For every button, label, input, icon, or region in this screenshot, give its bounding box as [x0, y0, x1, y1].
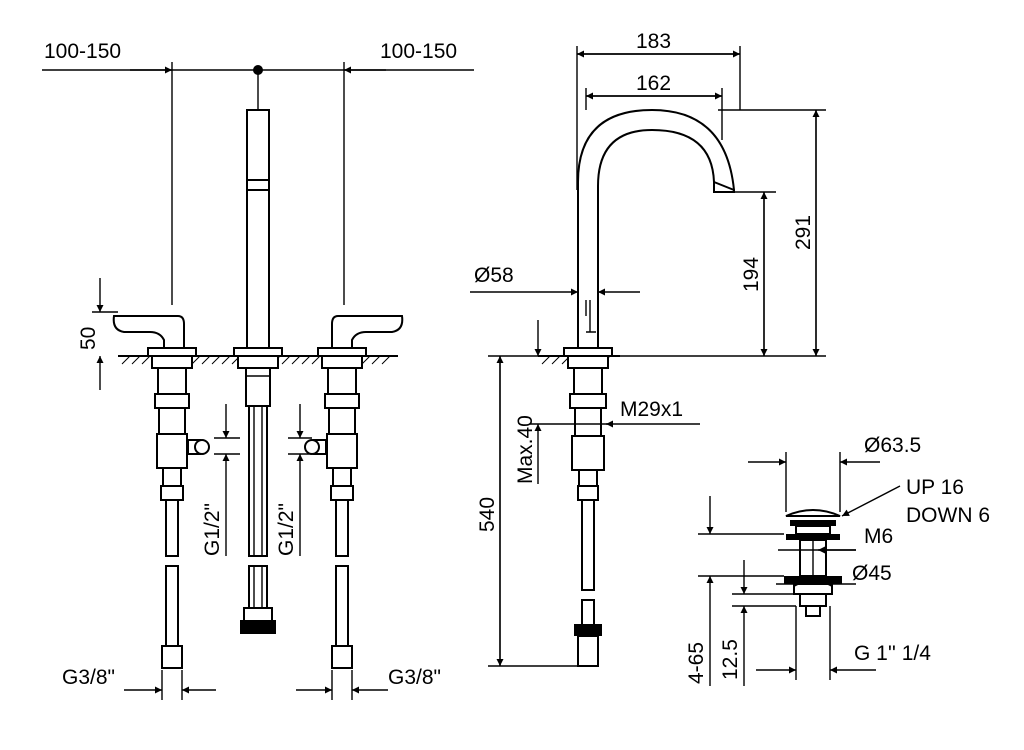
drain-view: Ø63.5 UP 16 DOWN 6 M6 Ø45 4-65 — [685, 434, 990, 686]
right-handle — [317, 315, 404, 357]
width-inner-label: 162 — [636, 72, 671, 95]
front-view: 100-150 100-150 50 — [42, 40, 474, 700]
thread-main-label: M29x1 — [620, 398, 683, 421]
drain-up-label: UP 16 — [906, 476, 964, 499]
drain-down-label: DOWN 6 — [906, 504, 990, 527]
center-spout — [233, 109, 283, 634]
drain-offset-label: 12.5 — [719, 639, 742, 680]
height-total-label: 291 — [792, 215, 815, 250]
outlet-left-label: G3/8" — [62, 666, 115, 689]
spout-profile — [577, 108, 735, 350]
deck-max-label: Max.40 — [514, 415, 537, 484]
right-valve — [304, 355, 363, 669]
height-spout-label: 194 — [740, 257, 763, 292]
hose-length-label: 540 — [476, 497, 499, 532]
left-spread-label: 100-150 — [44, 40, 121, 63]
drain-diameter-label: Ø63.5 — [864, 434, 921, 457]
handle-height-label: 50 — [77, 327, 100, 350]
drain-thread-label: G 1'' 1/4 — [854, 642, 931, 665]
spout-diameter-label: Ø58 — [474, 264, 514, 287]
right-spread-label: 100-150 — [380, 40, 457, 63]
side-view: 183 162 Ø58 291 194 — [470, 30, 826, 667]
drain-range-label: 4-65 — [685, 642, 708, 684]
drain-screw-label: M6 — [864, 525, 893, 548]
inlet-right-label: G1/2" — [275, 503, 298, 556]
drain-body-diameter-label: Ø45 — [852, 562, 892, 585]
left-handle — [112, 315, 197, 357]
left-valve — [151, 355, 210, 669]
inlet-left-label: G1/2" — [201, 503, 224, 556]
width-outer-label: 183 — [636, 30, 671, 53]
outlet-right-label: G3/8" — [388, 666, 441, 689]
